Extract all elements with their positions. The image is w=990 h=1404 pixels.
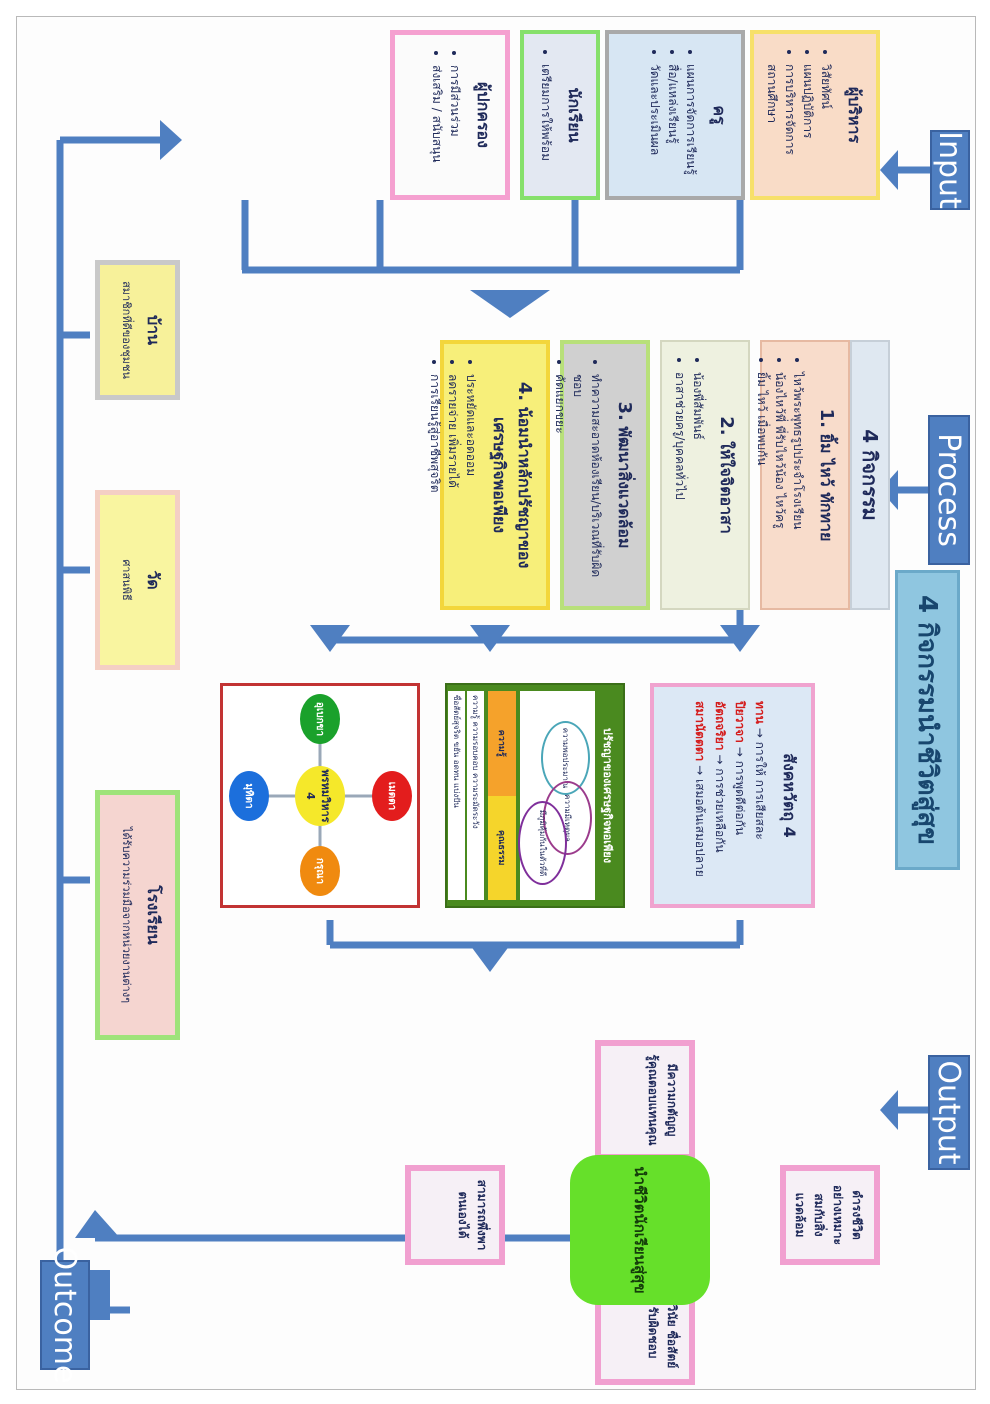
community-text: ได้รับความร่วมมือจากหน่วยงานต่างๆ bbox=[120, 826, 133, 1004]
activity-item: คัดแยกขยะ bbox=[551, 374, 569, 592]
community-title: โรงเรียน bbox=[144, 885, 163, 945]
activity-item: น้องพี่สัมพันธ์ bbox=[689, 372, 707, 594]
sangahawatthu-term: อัตถจริยา bbox=[713, 701, 727, 751]
community-title: วัด bbox=[144, 570, 163, 590]
community-title: บ้าน bbox=[144, 314, 163, 346]
input-card-item: การบริหารจัดการสถานศึกษา bbox=[763, 64, 799, 182]
community-school: โรงเรียน ได้รับความร่วมมือจากหน่วยงานต่า… bbox=[95, 790, 180, 1040]
input-card-item: วัดและประเมินผล bbox=[646, 64, 664, 182]
arrow-icon: → bbox=[733, 746, 747, 757]
sangahawatthu-term: ทาน bbox=[753, 701, 767, 724]
sufficiency-circles: ความพอประมาณ ความมีเหตุผล มีภูมิคุ้มกันใ… bbox=[518, 691, 595, 900]
sangahawatthu-title: สังคหวัตถุ 4 bbox=[780, 753, 799, 838]
sangahawatthu-desc: การพูดดีต่อกัน bbox=[733, 760, 747, 836]
sangahawatthu-desc: การให้ การเสียสละ bbox=[753, 741, 767, 840]
activity-title: พัฒนาสิ่งแวดล้อม bbox=[615, 426, 634, 549]
sufficiency-card: ปรัชญาของเศรษฐกิจพอเพียง ความพอประมาณ คว… bbox=[445, 683, 625, 908]
circle-immunity: มีภูมิคุ้มกันในตัวที่ดี bbox=[518, 801, 567, 885]
input-card-title: ผู้ปกครอง bbox=[474, 82, 493, 148]
arrow-icon: → bbox=[693, 765, 707, 776]
output-petal-top: มีความกตัญญูรู้คุณตอบแทนคุณ bbox=[595, 1040, 695, 1160]
activity-title: น้อมนำหลักปรัชญาของเศรษฐกิจพอเพียง bbox=[490, 406, 534, 569]
diagram-title: 4 กิจกรรมนำชีวิตสู่สุข bbox=[895, 570, 960, 870]
brahmavihara-center: พรหมวิหาร 4 bbox=[295, 766, 345, 826]
activity-item: ยิ้ม ไหว้ เมื่อพบกัน bbox=[753, 372, 771, 594]
input-card-item: วิสัยทัศน์ bbox=[817, 64, 835, 182]
brahmavihara-upekkha: อุเบกขา bbox=[300, 694, 340, 744]
activity-card-1: 1. ยิ้ม ไหว้ ทักทาย ไหว้พระพุทธรูปประจำโ… bbox=[755, 340, 850, 610]
input-card-admin: ผู้บริหาร วิสัยทัศน์ แผนปฏิบัติการ การบร… bbox=[750, 30, 880, 200]
activity-item: ไหว้พระพุทธรูปประจำโรงเรียน bbox=[789, 372, 807, 594]
activity-card-3: 3. พัฒนาสิ่งแวดล้อม ทำความสะอาดห้องเรียน… bbox=[553, 340, 650, 610]
activity-title: ให้ใจจิตอาสา bbox=[717, 441, 736, 534]
input-card-item: เตรียมการให้พร้อม bbox=[537, 64, 555, 182]
activity-number: 3. bbox=[614, 401, 635, 421]
community-temple: วัด ศาสนพิธี bbox=[95, 490, 180, 670]
virtue-label: คุณธรรม bbox=[488, 795, 516, 900]
output-label: Output bbox=[928, 1055, 970, 1170]
activity-card-2: 2. ให้ใจจิตอาสา น้องพี่สัมพันธ์ อาสาช่วย… bbox=[660, 340, 750, 610]
input-card-item: การมีส่วนร่วม bbox=[446, 65, 464, 181]
output-petal-right: สามารถพึ่งพาตนเองได้ bbox=[405, 1165, 505, 1265]
activity-item: ประหยัดและอดออม bbox=[462, 374, 480, 592]
sangahawatthu-row: อัตถจริยา → การช่วยเหลือกัน bbox=[710, 701, 730, 890]
sangahawatthu-term: ปิยวาจา bbox=[733, 701, 747, 743]
activity-number: 4. bbox=[514, 381, 535, 402]
arrow-icon: → bbox=[753, 727, 767, 738]
brahmavihara-karuna: กรุณา bbox=[300, 846, 340, 896]
activity-title: ยิ้ม ไหว้ ทักทาย bbox=[817, 433, 836, 542]
sangahawatthu-term: สมานัตตตา bbox=[693, 701, 707, 762]
sufficiency-bar-1: ความรู้ ความรอบคอบ ความระมัดระวัง bbox=[467, 691, 484, 900]
brahmavihara-metta: เมตตา bbox=[372, 771, 412, 821]
sangahawatthu-desc: การช่วยเหลือกัน bbox=[713, 768, 727, 853]
input-card-title: นักเรียน bbox=[565, 87, 584, 143]
process-label: Process bbox=[928, 415, 970, 565]
activity-number: 2. bbox=[716, 416, 737, 436]
activity-item: อาสาช่วยครู/บุคคลทั่วไป bbox=[671, 372, 689, 594]
sufficiency-bar-2: ซื่อสัตย์สุจริต ขยัน อดทน แบ่งปัน bbox=[448, 691, 465, 900]
input-card-student: นักเรียน เตรียมการให้พร้อม bbox=[520, 30, 600, 200]
input-card-item: สื่อ/แหล่งเรียนรู้ bbox=[664, 64, 682, 182]
sangahawatthu-row: สมานัตตตา → เสมอต้นเสมอปลาย bbox=[690, 701, 710, 890]
activity-item: ลดรายจ่าย เพิ่มรายได้ bbox=[444, 374, 462, 592]
input-card-title: ครู bbox=[710, 105, 729, 125]
input-card-parent: ผู้ปกครอง การมีส่วนร่วม ส่งเสริม / สนับส… bbox=[390, 30, 510, 200]
sangahawatthu-desc: เสมอต้นเสมอปลาย bbox=[693, 779, 707, 877]
activity-number: 1. bbox=[816, 408, 837, 428]
output-center: นำชีวิตนักเรียนสู่สุข bbox=[570, 1155, 710, 1305]
sangahawatthu-card: สังคหวัตถุ 4 ทาน → การให้ การเสียสละ ปิย… bbox=[650, 683, 815, 908]
input-card-item: แผนปฏิบัติการ bbox=[799, 64, 817, 182]
output-petal-left: ดำรงชีวิตอย่างเหมาะสมกับสิ่งแวดล้อม bbox=[780, 1165, 880, 1265]
knowledge-label: ความรู้ bbox=[488, 691, 516, 796]
input-label: Input bbox=[930, 130, 970, 210]
arrow-icon: → bbox=[713, 754, 727, 765]
input-card-title: ผู้บริหาร bbox=[845, 86, 864, 144]
outcome-label: Outcome bbox=[40, 1247, 90, 1383]
process-header: 4 กิจกรรม bbox=[850, 340, 890, 610]
sufficiency-title: ปรัชญาของเศรษฐกิจพอเพียง bbox=[601, 727, 614, 864]
activity-item: การเรียนรู้สู่อาชีพสุจริต bbox=[426, 374, 444, 592]
community-home: บ้าน สมาชิกที่ดีของชุมชน bbox=[95, 260, 180, 400]
input-card-teacher: ครู แผนการจัดการเรียนรู้ สื่อ/แหล่งเรียน… bbox=[605, 30, 745, 200]
community-text: สมาชิกที่ดีของชุมชน bbox=[120, 281, 133, 379]
sufficiency-conditions: ความรู้ คุณธรรม bbox=[488, 691, 516, 900]
brahmavihara-mudita: มุทิตา bbox=[229, 771, 269, 821]
sangahawatthu-row: ปิยวาจา → การพูดดีต่อกัน bbox=[730, 701, 750, 890]
input-card-item: แผนการจัดการเรียนรู้ bbox=[682, 64, 700, 182]
activity-item: น้องไหว้พี่ พี่รับไหว้น้อง ไหว้ครู bbox=[771, 372, 789, 594]
input-card-item: ส่งเสริม / สนับสนุน bbox=[428, 65, 446, 181]
activity-item: ทำความสะอาดห้องเรียน/บริเวณที่รับผิดชอบ bbox=[569, 374, 605, 592]
sangahawatthu-row: ทาน → การให้ การเสียสละ bbox=[750, 701, 770, 890]
activity-card-4: 4. น้อมนำหลักปรัชญาของเศรษฐกิจพอเพียง ปร… bbox=[428, 340, 550, 610]
brahmavihara-card: พรหมวิหาร 4 เมตตา กรุณา มุทิตา อุเบกขา bbox=[220, 683, 420, 908]
community-text: ศาสนพิธี bbox=[120, 559, 133, 601]
